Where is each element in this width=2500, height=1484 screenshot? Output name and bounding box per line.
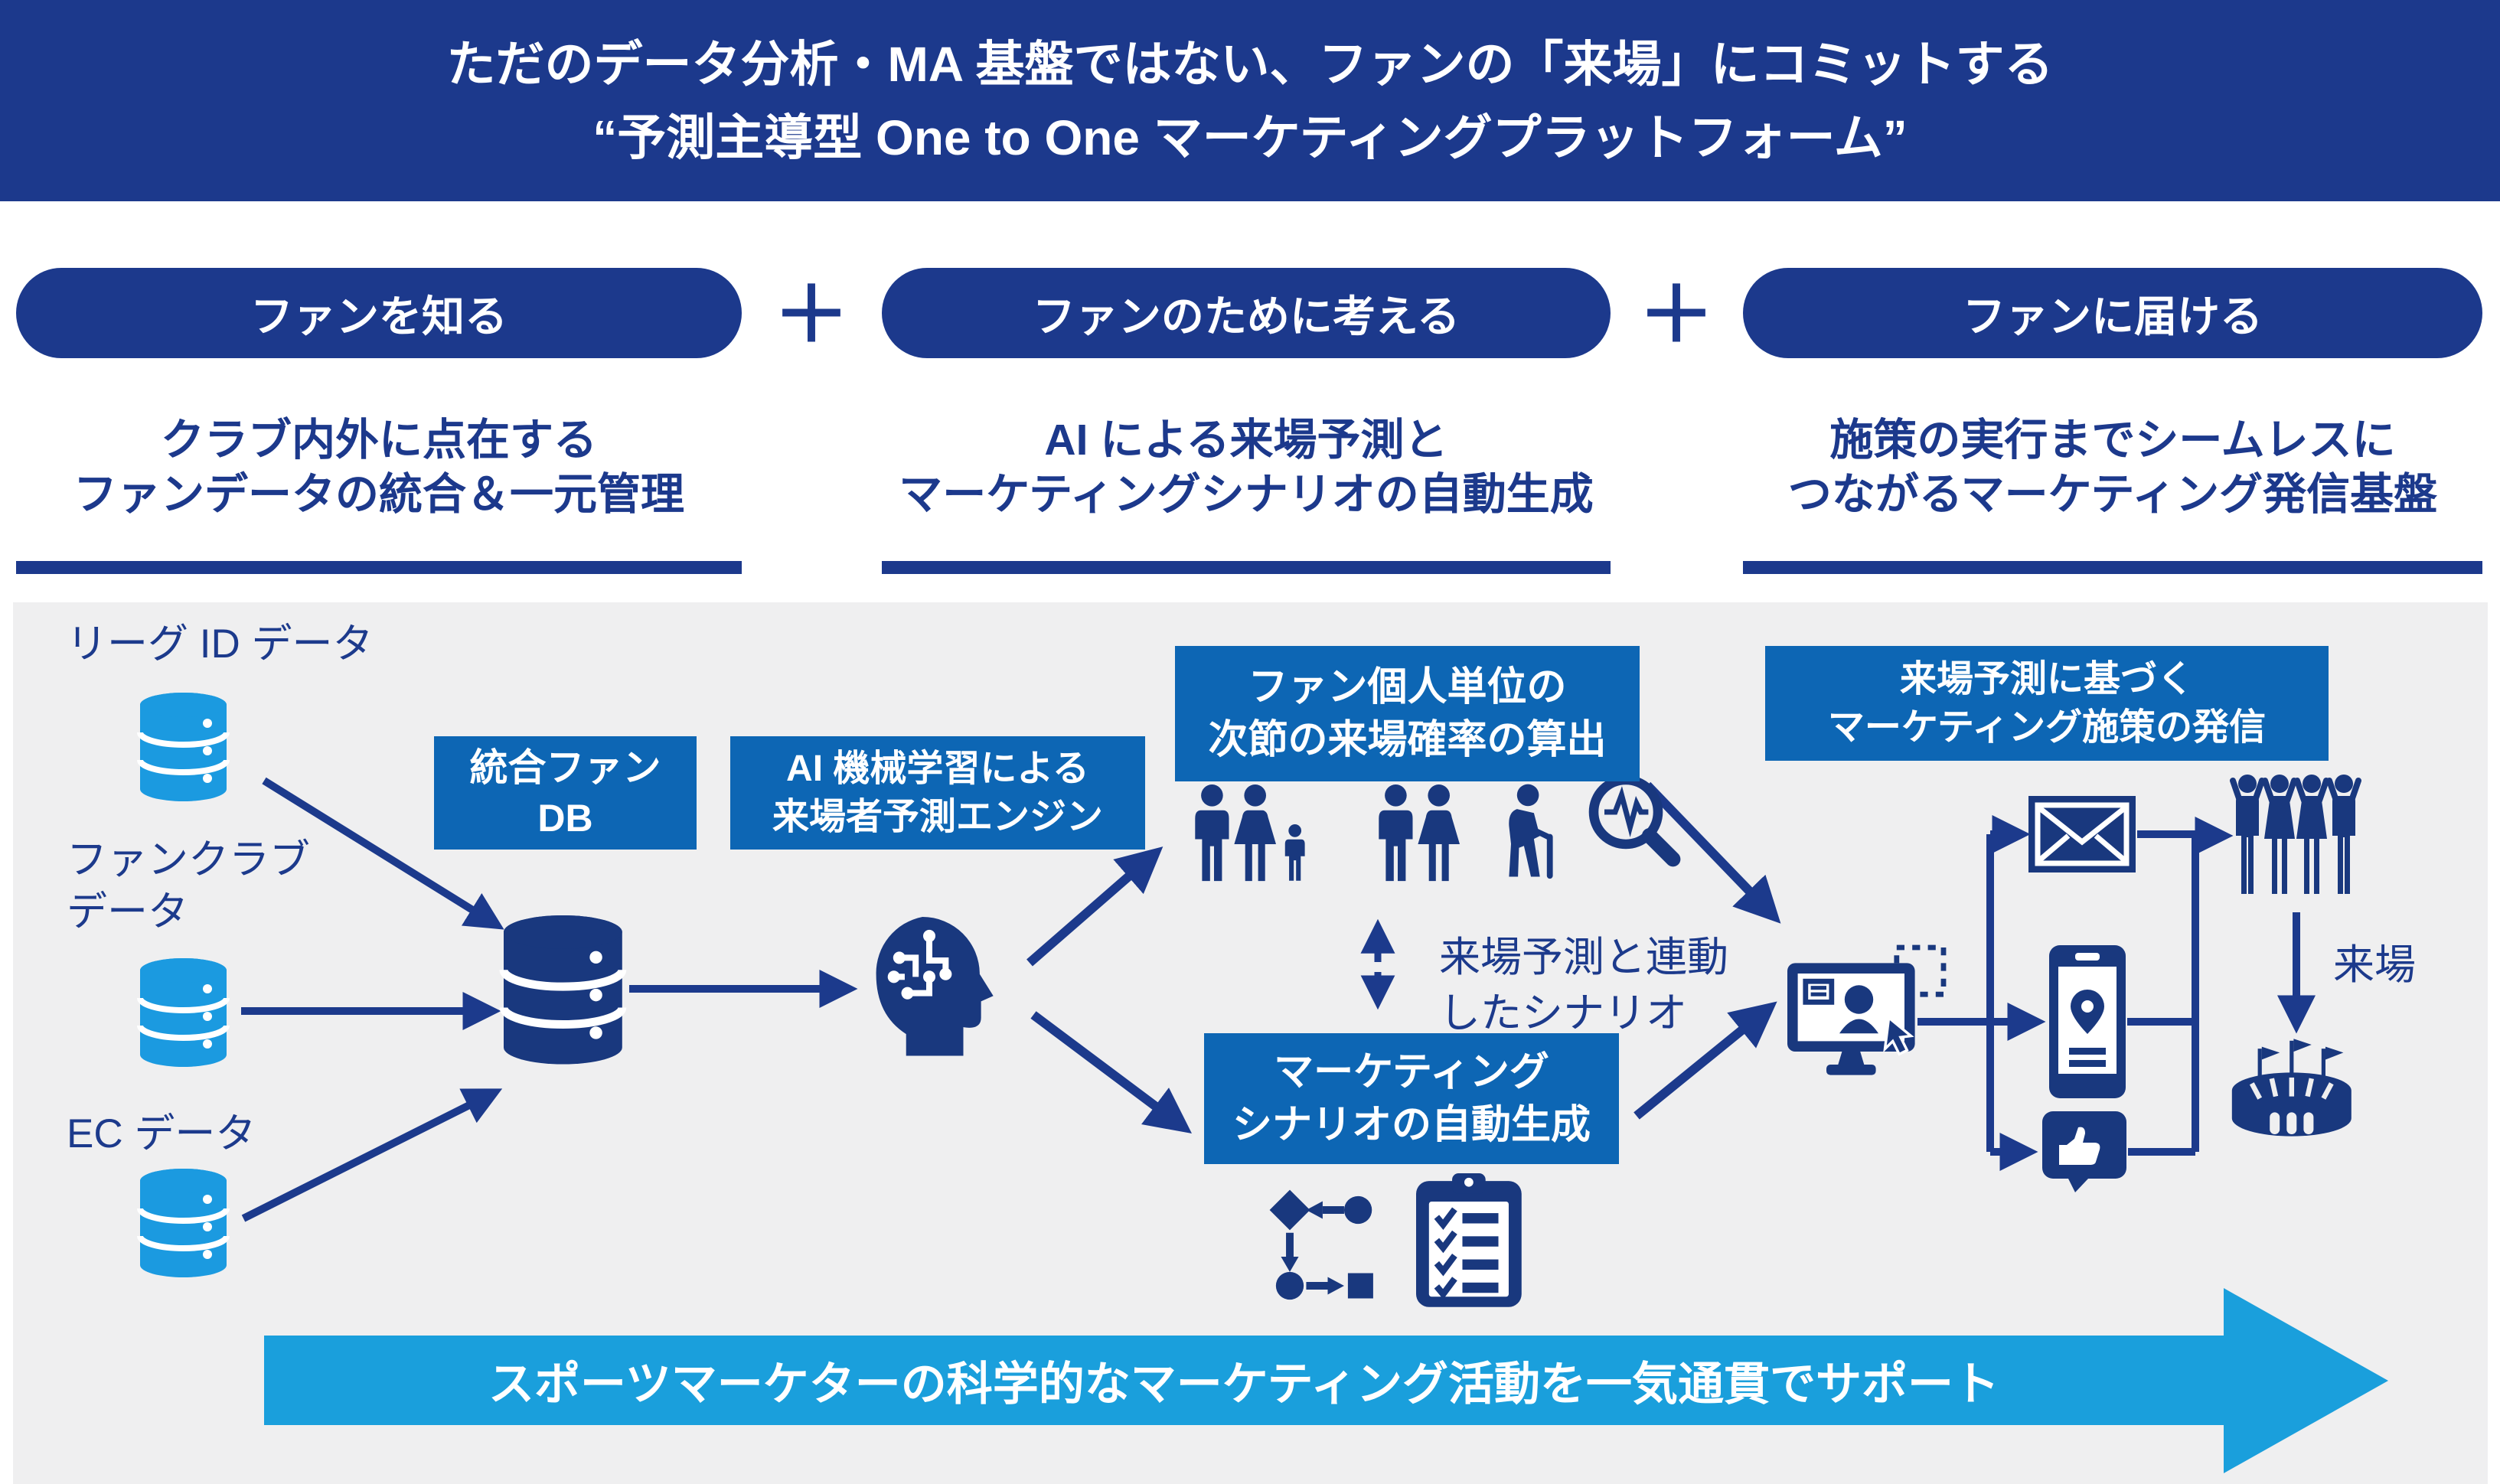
flowchart-icon bbox=[1270, 1190, 1373, 1300]
attendance-probability-box: ファン個人単位の 次節の来場確率の算出 bbox=[1175, 646, 1640, 781]
family-woman-icon bbox=[1234, 784, 1276, 882]
scenario-link-note: 来場予測と連動 したシナリオ bbox=[1439, 934, 1728, 1036]
underline-col3 bbox=[1743, 561, 2482, 574]
ai-brain-icon bbox=[876, 917, 994, 1056]
marketing-delivery-box: 来場予測に基づく マーケティング施策の発信 bbox=[1765, 646, 2329, 761]
family-man-icon bbox=[1195, 784, 1229, 882]
ec-database-icon bbox=[140, 1169, 227, 1277]
source-label-ec: EC データ bbox=[67, 1111, 256, 1156]
plus-sign-1: ＋ bbox=[773, 272, 850, 358]
family-child-icon bbox=[1284, 824, 1305, 881]
pill-think-for-fans: ファンのために考える bbox=[882, 268, 1611, 358]
plus-sign-2: ＋ bbox=[1638, 272, 1715, 358]
fanclub-database-icon bbox=[140, 958, 227, 1067]
fan-segment-icons bbox=[1195, 780, 1673, 882]
connector-arrows bbox=[241, 777, 2316, 1222]
couple-woman-icon bbox=[1418, 784, 1460, 882]
couple-man-icon bbox=[1379, 784, 1413, 882]
pill-know-fans: ファンを知る bbox=[16, 268, 742, 358]
underline-col1 bbox=[16, 561, 742, 574]
header-banner: ただのデータ分析・MA 基盤ではない、ファンの「来場」にコミットする “予測主導… bbox=[0, 0, 2500, 201]
description-deliver-to-fans: 施策の実行までシームレスに つながるマーケティング発信基盤 bbox=[1787, 416, 2438, 520]
description-know-fans: クラブ内外に点在する ファンデータの統合＆一元管理 bbox=[73, 416, 684, 520]
cheering-fans-icon bbox=[2233, 775, 2358, 894]
stadium-icon bbox=[2232, 1039, 2352, 1136]
underline-col2 bbox=[882, 561, 1611, 574]
source-label-league-id: リーグ ID データ bbox=[67, 621, 374, 667]
source-label-fanclub: ファンクラブ データ bbox=[67, 837, 310, 934]
pill-deliver-to-fans: ファンに届ける bbox=[1743, 268, 2482, 358]
integrated-fan-database-icon bbox=[504, 915, 622, 1065]
monitor-user-icon bbox=[1787, 947, 1944, 1075]
marketing-scenario-box: マーケティング シナリオの自動生成 bbox=[1204, 1033, 1619, 1164]
integrated-fan-db-box: 統合ファン DB bbox=[434, 736, 697, 850]
magnifier-pulse-icon bbox=[1594, 780, 1673, 859]
header-title-line1: ただのデータ分析・MA 基盤ではない、ファンの「来場」にコミットする bbox=[446, 36, 2054, 92]
checklist-clipboard-icon bbox=[1416, 1173, 1522, 1307]
attendance-label: 来場 bbox=[2333, 942, 2416, 988]
support-banner-text: スポーツマーケターの科学的なマーケティング活動を一気通貫でサポート bbox=[488, 1358, 1999, 1410]
sns-like-icon bbox=[2042, 1111, 2126, 1192]
description-think-for-fans: AI による来場予測と マーケティングシナリオの自動生成 bbox=[899, 416, 1594, 520]
elderly-icon bbox=[1509, 784, 1553, 879]
smartphone-location-icon bbox=[2049, 945, 2126, 1098]
support-banner-arrow bbox=[264, 1288, 2388, 1473]
ai-engine-box: AI 機械学習による 来場者予測エンジン bbox=[730, 736, 1145, 850]
header-title-line2: “予測主導型 One to One マーケティングプラットフォーム” bbox=[592, 109, 1908, 165]
league-id-database-icon bbox=[140, 693, 227, 801]
email-icon bbox=[2028, 796, 2136, 872]
